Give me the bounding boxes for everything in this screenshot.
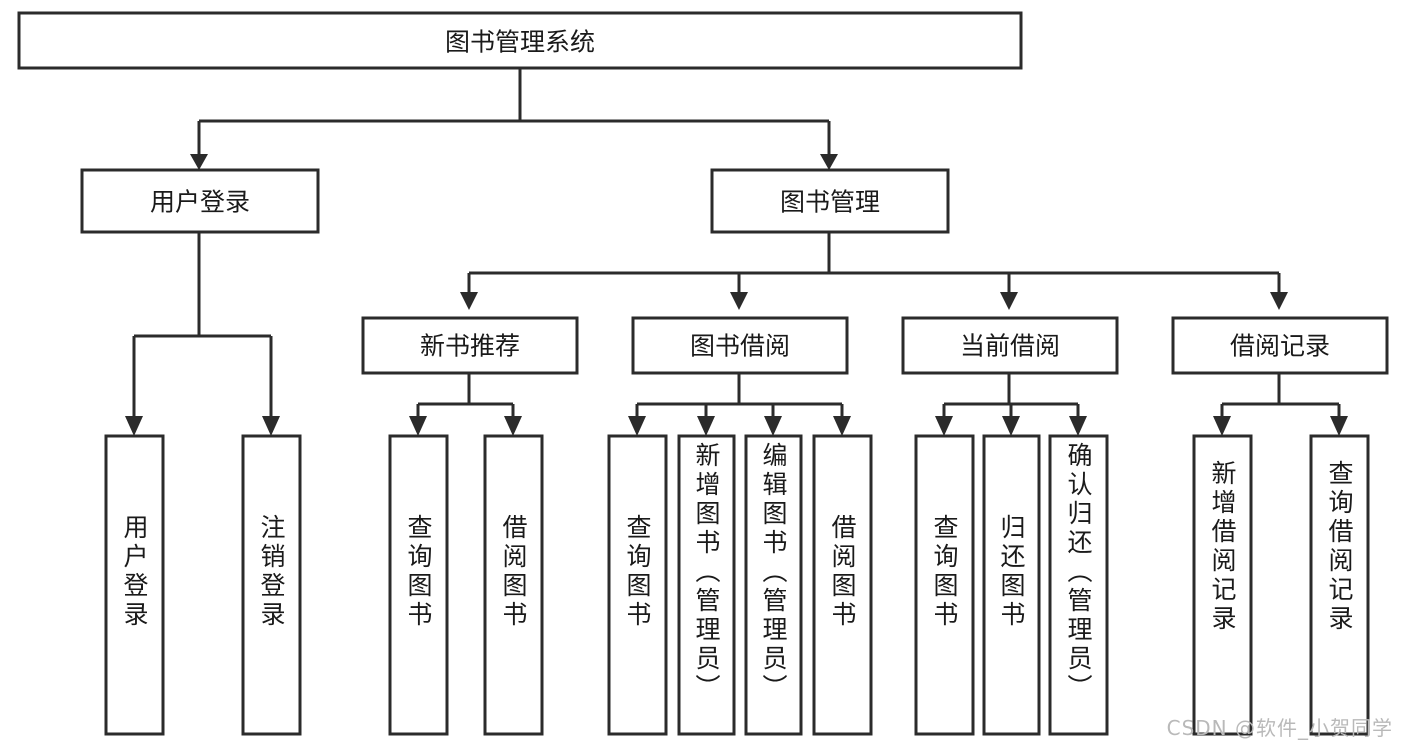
new-book-recommend-box[interactable] — [361, 316, 579, 375]
leaf-box-borrow-book-2[interactable] — [812, 434, 873, 736]
leaf-box-borrow-book-1[interactable] — [483, 434, 544, 736]
arrow-to-leaf-edit-book — [764, 416, 782, 436]
arrow-to-user-login — [190, 154, 208, 170]
connector-borrow-record-trunk — [1220, 374, 1341, 420]
arrow-to-new-book-recommend — [460, 292, 478, 310]
arrow-to-book-borrow — [730, 292, 748, 310]
leaf-box-return-book[interactable] — [982, 434, 1041, 736]
leaf-box-query-book-3[interactable] — [914, 434, 975, 736]
arrow-to-leaf-borrow-book-2 — [833, 416, 851, 436]
connector-current-borrow-trunk — [942, 374, 1080, 420]
arrow-to-borrow-record — [1270, 292, 1288, 310]
current-borrow-box[interactable] — [901, 316, 1119, 375]
leaf-box-user-login[interactable] — [104, 434, 165, 736]
node-new-book-recommend[interactable]: 新书推荐 — [361, 316, 579, 375]
current-borrow-label: 当前借阅 — [960, 332, 1060, 361]
borrow-record-label: 借阅记录 — [1230, 332, 1330, 361]
new-book-recommend-label: 新书推荐 — [420, 332, 520, 361]
connector-root-trunk — [197, 68, 831, 158]
arrow-to-leaf-query-borrow-record — [1330, 416, 1348, 436]
leaf-box-add-borrow-record[interactable] — [1192, 434, 1253, 736]
arrow-to-leaf-user-login — [125, 416, 143, 436]
arrow-to-leaf-return-book — [1002, 416, 1020, 436]
connector-user-login-trunk — [132, 232, 273, 420]
arrow-to-leaf-add-book — [697, 416, 715, 436]
node-borrow-record[interactable]: 借阅记录 — [1171, 316, 1389, 375]
arrow-to-leaf-query-book-2 — [628, 416, 646, 436]
connector-book-borrow-trunk — [635, 374, 844, 420]
node-user-login[interactable]: 用户登录 — [80, 168, 320, 234]
connector-new-book-recommend-trunk — [416, 374, 515, 420]
leaf-box-confirm-return[interactable] — [1048, 434, 1109, 736]
user-login-box[interactable] — [80, 168, 320, 234]
csdn-watermark: CSDN @软件_小贺同学 — [1166, 716, 1393, 740]
book-management-label: 图书管理 — [780, 188, 880, 217]
node-current-borrow[interactable]: 当前借阅 — [901, 316, 1119, 375]
borrow-record-box[interactable] — [1171, 316, 1389, 375]
node-book-management[interactable]: 图书管理 — [710, 168, 950, 234]
book-borrow-box[interactable] — [631, 316, 849, 375]
arrow-to-leaf-query-book-3 — [935, 416, 953, 436]
connector-layer — [125, 68, 1348, 436]
leaf-boxes-layer — [104, 434, 1370, 736]
book-management-box[interactable] — [710, 168, 950, 234]
arrow-to-leaf-add-borrow-record — [1213, 416, 1231, 436]
arrow-to-leaf-query-book-1 — [409, 416, 427, 436]
root-label: 图书管理系统 — [445, 28, 595, 57]
leaf-box-query-book-1[interactable] — [388, 434, 449, 736]
arrow-to-current-borrow — [1000, 292, 1018, 310]
leaf-box-add-book[interactable] — [677, 434, 736, 736]
leaf-box-logout-login[interactable] — [241, 434, 302, 736]
node-root[interactable]: 图书管理系统 — [17, 11, 1023, 70]
book-borrow-label: 图书借阅 — [690, 332, 790, 361]
connector-book-management-trunk — [467, 232, 1281, 296]
arrow-to-leaf-logout-login — [262, 416, 280, 436]
leaf-box-edit-book[interactable] — [744, 434, 803, 736]
node-book-borrow[interactable]: 图书借阅 — [631, 316, 849, 375]
arrow-to-leaf-borrow-book-1 — [504, 416, 522, 436]
user-login-label: 用户登录 — [150, 188, 250, 217]
leaf-box-query-book-2[interactable] — [607, 434, 668, 736]
root-box[interactable] — [17, 11, 1023, 70]
arrow-to-leaf-confirm-return — [1069, 416, 1087, 436]
arrow-to-book-management — [820, 154, 838, 170]
leaf-box-query-borrow-record[interactable] — [1309, 434, 1370, 736]
